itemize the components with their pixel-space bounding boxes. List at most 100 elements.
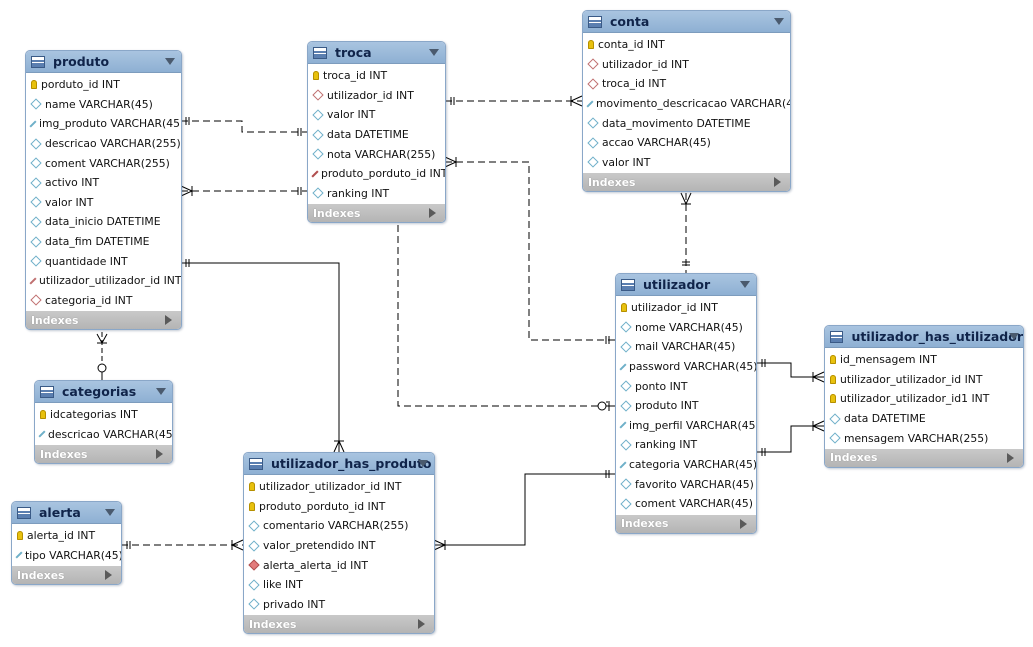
column-row[interactable]: produto INT	[616, 396, 756, 416]
expand-arrow-icon[interactable]	[1007, 452, 1014, 463]
column-row[interactable]: like INT	[244, 575, 434, 595]
column-row[interactable]: activo INT	[26, 173, 181, 193]
column-row[interactable]: coment VARCHAR(45)	[616, 494, 756, 514]
column-row[interactable]: valor INT	[26, 193, 181, 213]
column-row[interactable]: valor INT	[583, 153, 790, 173]
column-row[interactable]: accao VARCHAR(45)	[583, 133, 790, 153]
collapse-arrow-icon[interactable]	[418, 460, 428, 467]
column-row[interactable]: categoria_id INT	[26, 291, 181, 311]
column-row[interactable]: utilizador_utilizador_id INT	[825, 370, 1023, 390]
column-row[interactable]: produto_porduto_id INT	[308, 164, 445, 184]
column-row[interactable]: password VARCHAR(45)	[616, 357, 756, 377]
column-row[interactable]: coment VARCHAR(255)	[26, 153, 181, 173]
column-row[interactable]: data_inicio DATETIME	[26, 212, 181, 232]
column-row[interactable]: mail VARCHAR(45)	[616, 337, 756, 357]
collapse-arrow-icon[interactable]	[429, 49, 439, 56]
column-row[interactable]: produto_porduto_id INT	[244, 497, 434, 517]
column-row[interactable]: troca_id INT	[308, 66, 445, 86]
column-row[interactable]: quantidade INT	[26, 251, 181, 271]
column-row[interactable]: alerta_id INT	[12, 526, 121, 546]
column-row[interactable]: data DATETIME	[825, 409, 1023, 429]
column-row[interactable]: tipo VARCHAR(45)	[12, 546, 121, 566]
column-row[interactable]: ranking INT	[616, 435, 756, 455]
expand-arrow-icon[interactable]	[429, 208, 436, 219]
table-icon	[621, 278, 635, 291]
column-row[interactable]: utilizador_utilizador_id1 INT	[825, 389, 1023, 409]
table-header[interactable]: conta	[583, 11, 790, 33]
table-header[interactable]: utilizador	[616, 274, 756, 296]
collapse-arrow-icon[interactable]	[165, 58, 175, 65]
column-row[interactable]: troca_id INT	[583, 74, 790, 94]
column-row[interactable]: mensagem VARCHAR(255)	[825, 428, 1023, 448]
column-row[interactable]: alerta_alerta_id INT	[244, 555, 434, 575]
column-row[interactable]: ranking INT	[308, 184, 445, 204]
column-row[interactable]: utilizador_id INT	[583, 55, 790, 75]
table-header[interactable]: troca	[308, 42, 445, 64]
expand-arrow-icon[interactable]	[165, 315, 172, 326]
indexes-bar[interactable]: Indexes	[308, 204, 445, 223]
column-row[interactable]: img_produto VARCHAR(45)	[26, 114, 181, 134]
column-label: like INT	[263, 578, 303, 592]
column-row[interactable]: valor_pretendido INT	[244, 536, 434, 556]
column-row[interactable]: categoria VARCHAR(45)	[616, 455, 756, 475]
indexes-bar[interactable]: Indexes	[26, 311, 181, 330]
column-row[interactable]: utilizador_utilizador_id INT	[26, 271, 181, 291]
column-row[interactable]: favorito VARCHAR(45)	[616, 474, 756, 494]
collapse-arrow-icon[interactable]	[105, 509, 115, 516]
table-header[interactable]: utilizador_has_produto	[244, 453, 434, 475]
collapse-arrow-icon[interactable]	[740, 281, 750, 288]
foreign-key-filled-diamond-icon	[311, 170, 319, 178]
column-row[interactable]: descricao VARCHAR(45)	[35, 425, 172, 445]
column-row[interactable]: id_mensagem INT	[825, 350, 1023, 370]
indexes-bar[interactable]: Indexes	[244, 615, 434, 634]
column-row[interactable]: valor INT	[308, 105, 445, 125]
column-row[interactable]: data DATETIME	[308, 125, 445, 145]
column-row[interactable]: nota VARCHAR(255)	[308, 144, 445, 164]
table-header[interactable]: categorias	[35, 381, 172, 403]
table-header[interactable]: utilizador_has_utilizador	[825, 326, 1023, 348]
column-label: utilizador_utilizador_id INT	[840, 372, 983, 386]
table-utilizador-has-produto[interactable]: utilizador_has_produto utilizador_utiliz…	[243, 452, 435, 635]
indexes-bar[interactable]: Indexes	[583, 173, 790, 192]
collapse-arrow-icon[interactable]	[156, 388, 166, 395]
attribute-diamond-icon	[619, 421, 627, 429]
column-row[interactable]: utilizador_id INT	[308, 86, 445, 106]
column-row[interactable]: data_fim DATETIME	[26, 232, 181, 252]
column-row[interactable]: porduto_id INT	[26, 75, 181, 95]
expand-arrow-icon[interactable]	[418, 619, 425, 630]
table-header[interactable]: alerta	[12, 502, 121, 524]
expand-arrow-icon[interactable]	[156, 449, 163, 460]
indexes-bar[interactable]: Indexes	[12, 566, 121, 585]
column-row[interactable]: utilizador_id INT	[616, 298, 756, 318]
column-row[interactable]: comentario VARCHAR(255)	[244, 516, 434, 536]
column-row[interactable]: utilizador_utilizador_id INT	[244, 477, 434, 497]
column-row[interactable]: nome VARCHAR(45)	[616, 318, 756, 338]
column-row[interactable]: descricao VARCHAR(255)	[26, 134, 181, 154]
collapse-arrow-icon[interactable]	[1009, 333, 1019, 340]
column-row[interactable]: img_perfil VARCHAR(45)	[616, 416, 756, 436]
table-alerta[interactable]: alerta alerta_id INT tipo VARCHAR(45) Ind…	[11, 501, 122, 586]
attribute-diamond-icon	[312, 187, 324, 200]
expand-arrow-icon[interactable]	[105, 570, 112, 581]
column-row[interactable]: idcategorias INT	[35, 405, 172, 425]
column-row[interactable]: ponto INT	[616, 376, 756, 396]
column-row[interactable]: privado INT	[244, 595, 434, 615]
expand-arrow-icon[interactable]	[774, 177, 781, 188]
indexes-bar[interactable]: Indexes	[616, 514, 756, 533]
column-row[interactable]: conta_id INT	[583, 35, 790, 55]
expand-arrow-icon[interactable]	[740, 518, 747, 529]
indexes-bar[interactable]: Indexes	[825, 448, 1023, 467]
table-utilizador-has-utilizador[interactable]: utilizador_has_utilizador id_mensagem IN…	[824, 325, 1024, 468]
column-row[interactable]: name VARCHAR(45)	[26, 95, 181, 115]
column-row[interactable]: movimento_descricacao VARCHAR(45)	[583, 94, 790, 114]
collapse-arrow-icon[interactable]	[774, 18, 784, 25]
table-header[interactable]: produto	[26, 51, 181, 73]
column-label: tipo VARCHAR(45)	[25, 548, 122, 562]
column-row[interactable]: data_movimento DATETIME	[583, 113, 790, 133]
indexes-bar[interactable]: Indexes	[35, 445, 172, 464]
